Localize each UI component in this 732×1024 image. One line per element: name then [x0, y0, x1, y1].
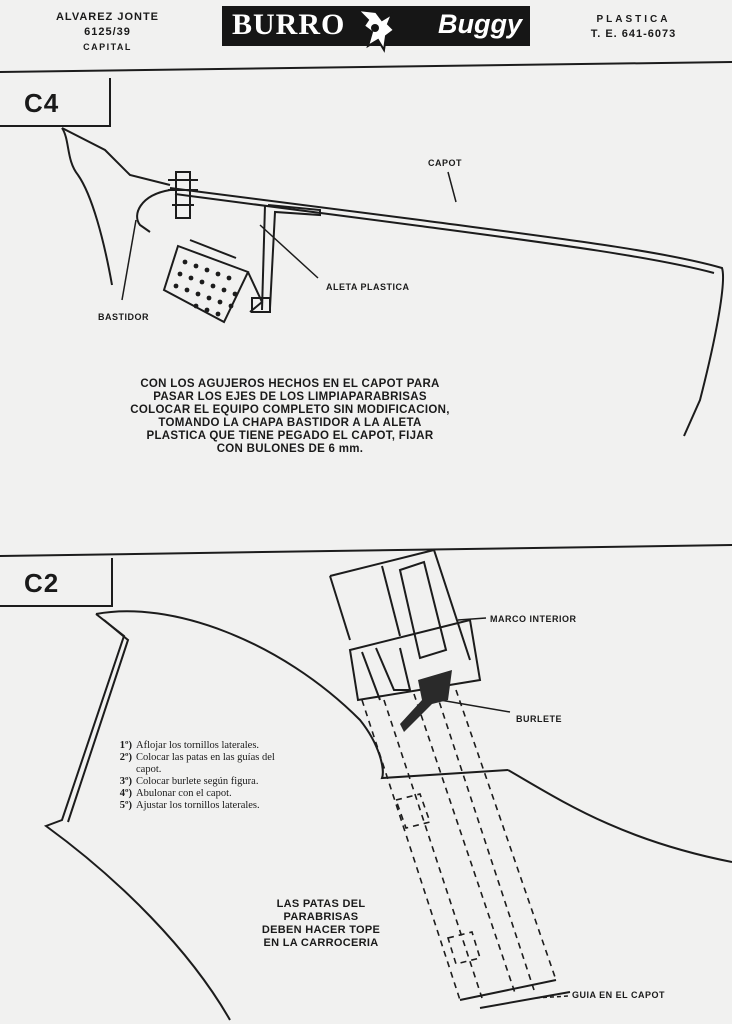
c4-aleta [267, 204, 321, 309]
c4-drawing [61, 127, 725, 437]
c2-guide-dashes [361, 689, 557, 1001]
c2-glass-edge [398, 560, 448, 660]
callout-burlete: BURLETE [516, 714, 562, 724]
c2-label-box [0, 558, 113, 607]
donkey-emblem-icon [355, 8, 396, 53]
c2-note-line: PARABRISAS [283, 911, 359, 923]
c4-instruction-line: PASAR LOS EJES DE LOS LIMPIAPARABRISAS [153, 391, 427, 403]
brand-logo: BURRO Buggy [222, 6, 530, 53]
address-number: 6125/39 [84, 26, 131, 38]
address-street: ALVAREZ JONTE [55, 11, 160, 23]
c4-aleta-edge [261, 204, 266, 311]
c4-instruction-line: PLASTICA QUE TIENE PEGADO EL CAPOT, FIJA… [146, 430, 434, 442]
c4-wiper-motor [162, 244, 250, 324]
list-item: 5º)Ajustar los tornillos laterales. [119, 800, 260, 811]
logo-word-burro: BURRO [232, 8, 346, 41]
c2-guia-leader [535, 995, 569, 999]
address-city: CAPITAL [83, 42, 132, 52]
c2-body-right [507, 769, 732, 863]
section-label-c4: C4 [24, 88, 60, 118]
c4-instruction-line: CON BULONES DE 6 mm. [216, 443, 364, 455]
c4-motor-dots [173, 259, 238, 317]
list-item: 4º)Abulonar con el capot. [119, 788, 232, 799]
phone-number: T. E. 641-6073 [590, 28, 677, 40]
list-item: capot. [136, 764, 162, 775]
callout-marco-interior: MARCO INTERIOR [490, 614, 577, 624]
c2-body-outline [43, 613, 231, 1021]
company-type: PLASTICA [596, 14, 671, 25]
c4-bolt [175, 171, 191, 219]
c2-note-line: EN LA CARROCERIA [263, 937, 379, 949]
company-contact: PLASTICA T. E. 641-6073 [576, 12, 691, 42]
c2-post-top [329, 548, 471, 661]
c4-top-rule [0, 61, 732, 73]
company-address: ALVAREZ JONTE 6125/39 CAPITAL [40, 10, 175, 55]
c2-inner-frame [348, 618, 482, 702]
list-item: 3º)Colocar burlete según figura. [119, 776, 259, 787]
c4-instruction-line: TOMANDO LA CHAPA BASTIDOR A LA ALETA [158, 417, 422, 429]
callout-aleta-plastica: ALETA PLASTICA [326, 282, 410, 292]
c4-capot-inner [174, 193, 715, 274]
c2-top-rule [0, 544, 732, 557]
c4-capot-line [169, 187, 725, 437]
list-item: 1º)Aflojar los tornillos laterales. [119, 740, 260, 751]
c2-note-line: LAS PATAS DEL [276, 898, 366, 910]
callout-capot: CAPOT [428, 158, 462, 168]
c2-burlete-seal [400, 670, 452, 732]
logo-word-buggy: Buggy [438, 9, 522, 39]
c4-aleta-leader [259, 224, 319, 279]
c4-instructions: CON LOS AGUJEROS HECHOS EN EL CAPOT PARA… [104, 378, 476, 456]
c2-body-top [95, 610, 509, 780]
c4-capot-leader [447, 171, 457, 203]
c4-instruction-line: COLOCAR EL EQUIPO COMPLETO SIN MODIFICAC… [130, 404, 450, 416]
callout-guia-en-el-capot: GUIA EN EL CAPOT [572, 990, 666, 1000]
c4-fender-top [61, 127, 171, 186]
list-item: 2º)Colocar las patas en las guías del [119, 752, 275, 763]
c4-bracket [136, 189, 171, 233]
c2-marco-leader [457, 617, 487, 621]
c2-note-line: DEBEN HACER TOPE [261, 924, 381, 936]
c2-note: LAS PATAS DEL PARABRISAS DEBEN HACER TOP… [236, 898, 406, 950]
c4-instruction-line: CON LOS AGUJEROS HECHOS EN EL CAPOT PARA [140, 378, 440, 390]
c4-bastidor-leader [121, 219, 137, 301]
callout-bastidor: BASTIDOR [98, 312, 149, 322]
c2-burlete-leader [439, 699, 511, 713]
section-label-c2: C2 [24, 568, 60, 598]
c2-drawing [43, 548, 732, 1021]
c4-fender-curve [61, 127, 113, 286]
c4-label-box [0, 78, 111, 127]
c2-steps-list: 1º)Aflojar los tornillos laterales. 2º)C… [110, 740, 370, 812]
